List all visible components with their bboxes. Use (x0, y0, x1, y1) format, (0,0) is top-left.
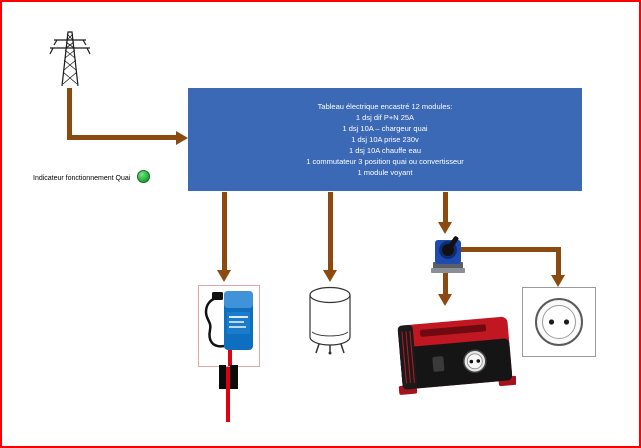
wire-switch-to-socket-v (556, 247, 561, 275)
panel-line: 1 module voyant (357, 168, 413, 177)
arrowhead-to-heater (323, 270, 337, 282)
electrical-panel: Tableau électrique encastré 12 modules: … (188, 88, 582, 191)
arrowhead-to-charger (217, 270, 231, 282)
arrowhead-to-socket (551, 275, 565, 287)
wire-pylon-down (67, 88, 72, 140)
panel-line: Tableau électrique encastré 12 modules: (317, 102, 453, 111)
dc-fuse-icon (230, 365, 238, 389)
panel-line: 1 dsj 10A chauffe eau (348, 146, 421, 155)
wire-pylon-to-panel (67, 135, 178, 140)
wire-switch-to-inverter (443, 272, 448, 294)
power-pylon-icon (49, 31, 91, 87)
battery-charger-icon (204, 291, 253, 366)
wire-panel-to-switch (443, 192, 448, 222)
panel-line: 1 dsj 10A – chargeur quai (342, 124, 428, 133)
dc-fuse-icon (219, 365, 226, 389)
quai-indicator-label: Indicateur fonctionnement Quai (33, 175, 131, 182)
panel-line: 1 dsj dif P+N 25A (355, 113, 415, 122)
water-heater-icon (309, 286, 351, 355)
panel-line: 1 commutateur 3 position quai ou convert… (306, 157, 464, 166)
dc-wire (226, 343, 230, 422)
green-indicator-icon (137, 170, 150, 183)
wall-socket-icon (535, 298, 583, 346)
panel-line: 1 dsj 10A prise 230v (351, 135, 419, 144)
charger-frame (198, 285, 260, 367)
inverter-icon (397, 316, 516, 395)
arrowhead-to-switch (438, 222, 452, 234)
wire-panel-to-charger (222, 192, 227, 270)
arrowhead-into-panel (176, 131, 188, 145)
wire-panel-to-heater (328, 192, 333, 270)
arrowhead-to-inverter (438, 294, 452, 306)
battery-charger-unit (198, 285, 260, 422)
selector-switch-icon (431, 236, 465, 273)
wire-switch-to-socket-h (448, 247, 561, 252)
wall-socket-unit (522, 287, 596, 357)
